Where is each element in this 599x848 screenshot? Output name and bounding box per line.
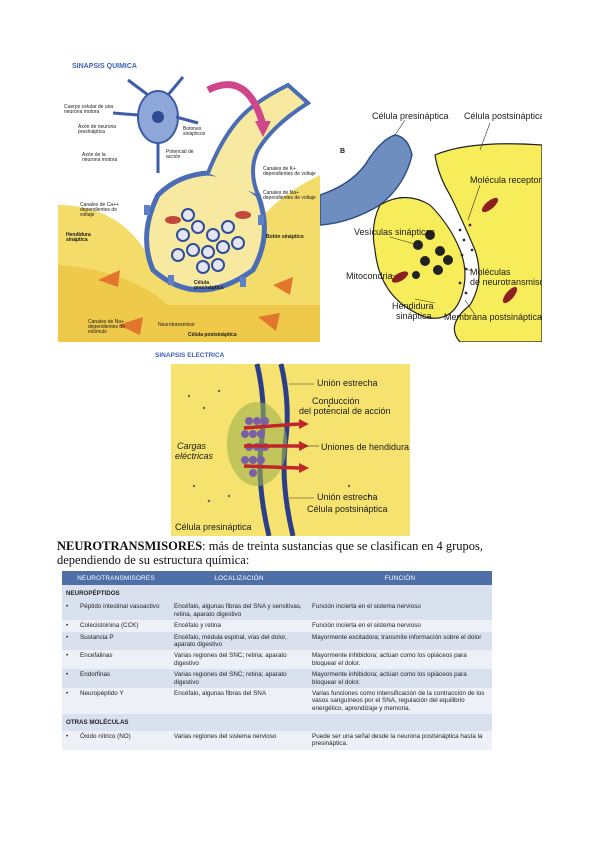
label-cargas-2: eléctricas	[175, 451, 214, 461]
cell-func: Mayormente excitadora; transmite informa…	[308, 631, 492, 651]
sinapsis-quimica-illustration	[58, 76, 320, 342]
sinapsis-electrica-illustration	[171, 363, 410, 536]
neurotransmitters-table: NEUROTRANSMISORES LOCALIZACIÓN FUNCIÓN N…	[62, 571, 492, 750]
label-hendidura-1: Hendidura	[392, 301, 434, 311]
label-receptora: Molécula receptora	[470, 175, 542, 185]
table-row: •Sustancia P Encéfalo, médula espinal, v…	[62, 631, 492, 651]
table-row: •Óxido nítrico (NO) Varias regiones del …	[62, 730, 492, 750]
figure-title: SINAPSIS ELECTRICA	[155, 352, 225, 359]
cell-func: Función incierta en el sistema nervioso	[308, 601, 492, 621]
label-cuerpo: Cuerpo celular de una neurona motora	[64, 104, 114, 115]
section-row: NEUROPÉPTIDOS	[62, 585, 492, 602]
label-de-nt: de neurotransmisor	[470, 277, 542, 287]
intro-term: NEUROTRANSMISORES	[57, 539, 203, 553]
cell-name: •Colecistoinina (CCK)	[62, 620, 170, 632]
intro-paragraph: NEUROTRANSMISORES: más de treinta sustan…	[57, 539, 545, 567]
cell-name: •Óxido nítrico (NO)	[62, 730, 170, 750]
cell-func: Mayormente inhibidora; actúan como los o…	[308, 669, 492, 689]
cell-func: Varias funciones como intensificación de…	[308, 688, 492, 715]
figure-title: SINAPSIS QUIMICA	[72, 63, 137, 70]
table-header-row: NEUROTRANSMISORES LOCALIZACIÓN FUNCIÓN	[62, 571, 492, 585]
label-conduccion-2: del potencial de acción	[299, 406, 391, 416]
label-vesiculas: Vesículas sinápticas	[354, 227, 436, 237]
label-mitocondria: Mitocondria	[346, 271, 393, 281]
cell-name: •Sustancia P	[62, 631, 170, 651]
cell-loc: Encéfalo, algunas fibras del SNA	[170, 688, 308, 715]
intro-text: : más de treinta sustancias que se clasi…	[57, 539, 483, 567]
cell-loc: Varias regiones del SNC; retina; aparato…	[170, 669, 308, 689]
label-canales-k: Canales de K+ dependientes de voltaje	[263, 166, 316, 177]
header-funcion: FUNCIÓN	[308, 571, 492, 585]
sinapsis-receptor-illustration	[320, 119, 542, 342]
label-boton: Botón sináptico	[266, 234, 304, 240]
cell-loc: Encéfalo, médula espinal, vías del dolor…	[170, 631, 308, 651]
label-hendidura-2: sináptica	[396, 311, 432, 321]
cell-name: •Endorfinas	[62, 669, 170, 689]
header-localizacion: LOCALIZACIÓN	[170, 571, 308, 585]
label-hendidura: Hendidura sináptica	[66, 232, 91, 243]
cell-func: Función incierta en el sistema nervioso	[308, 620, 492, 632]
section-row: OTRAS MOLÉCULAS	[62, 714, 492, 731]
header-neurotransmisores: NEUROTRANSMISORES	[62, 571, 170, 585]
label-conduccion-1: Conducción	[312, 396, 360, 406]
figure-sinapsis-quimica: SINAPSIS QUIMICA Cuerpo celular de una n…	[58, 55, 320, 342]
label-presinaptica: Célula presináptica	[372, 111, 449, 121]
figure-sinapsis-electrica: SINAPSIS ELECTRICA Unión estrecha Conduc…	[149, 346, 410, 536]
label-axon-motora: Axón de la neurona motora	[82, 152, 118, 163]
cell-func: Puede ser una señal desde la neurona pos…	[308, 730, 492, 750]
label-axon-pre: Axón de neurona presináptica	[78, 124, 117, 135]
label-uniones: Uniones de hendidura	[321, 442, 410, 452]
cell-loc: Varias regiones del SNC; retina; aparato…	[170, 650, 308, 670]
label-botones: Botones sinápticos	[183, 126, 206, 137]
table-row: •Neuropéptido Y Encéfalo, algunas fibras…	[62, 688, 492, 715]
cell-name: •Encefalinas	[62, 650, 170, 670]
label-canales-ca: Canales de Ca++ dependientes de voltaje	[80, 202, 119, 218]
label-canales-na-top: Canales de Na+ dependientes de voltaje	[263, 190, 316, 201]
table-row: •Péptido intestinal vasoactivo Encéfalo,…	[62, 601, 492, 621]
figure-letter: B	[340, 148, 346, 155]
section-neuropeptidos: NEUROPÉPTIDOS	[62, 585, 492, 602]
label-post: Célula postsináptica	[307, 504, 388, 514]
cell-loc: Encéfalo, algunas fibras del SNA y sensi…	[170, 601, 308, 621]
label-union-bottom: Unión estrecha	[317, 492, 378, 502]
label-moleculas: Moléculas	[470, 267, 511, 277]
table-row: •Colecistoinina (CCK) Encéfalo y retina …	[62, 620, 492, 632]
table-row: •Endorfinas Varias regiones del SNC; ret…	[62, 669, 492, 689]
cell-name: •Péptido intestinal vasoactivo	[62, 601, 170, 621]
cell-loc: Varias regiones del sistema nervioso	[170, 730, 308, 750]
section-otras-moleculas: OTRAS MOLÉCULAS	[62, 714, 492, 731]
label-cargas-1: Cargas	[177, 441, 207, 451]
label-neurotransmisor: Neurotransmisor	[158, 322, 195, 328]
label-membrana: Membrana postsináptica	[444, 312, 542, 322]
label-celula-post: Célula postsináptica	[188, 332, 237, 338]
label-celula-pre: Célula presináptica	[194, 280, 224, 291]
label-pre: Célula presináptica	[175, 522, 252, 532]
label-union-top: Unión estrecha	[317, 378, 378, 388]
label-potencial: Potencial de acción	[166, 149, 194, 160]
figure-sinapsis-receptor: B Célula presináptica Célula postsinápti…	[320, 55, 542, 342]
label-canales-na-bottom: Canales de Na+ dependientes de estímulo	[88, 319, 125, 335]
table-row: •Encefalinas Varias regiones del SNC; re…	[62, 650, 492, 670]
cell-name: •Neuropéptido Y	[62, 688, 170, 715]
label-postsinaptica: Célula postsináptica	[464, 111, 542, 121]
cell-loc: Encéfalo y retina	[170, 620, 308, 632]
cell-func: Mayormente inhibidora; actúan como los o…	[308, 650, 492, 670]
